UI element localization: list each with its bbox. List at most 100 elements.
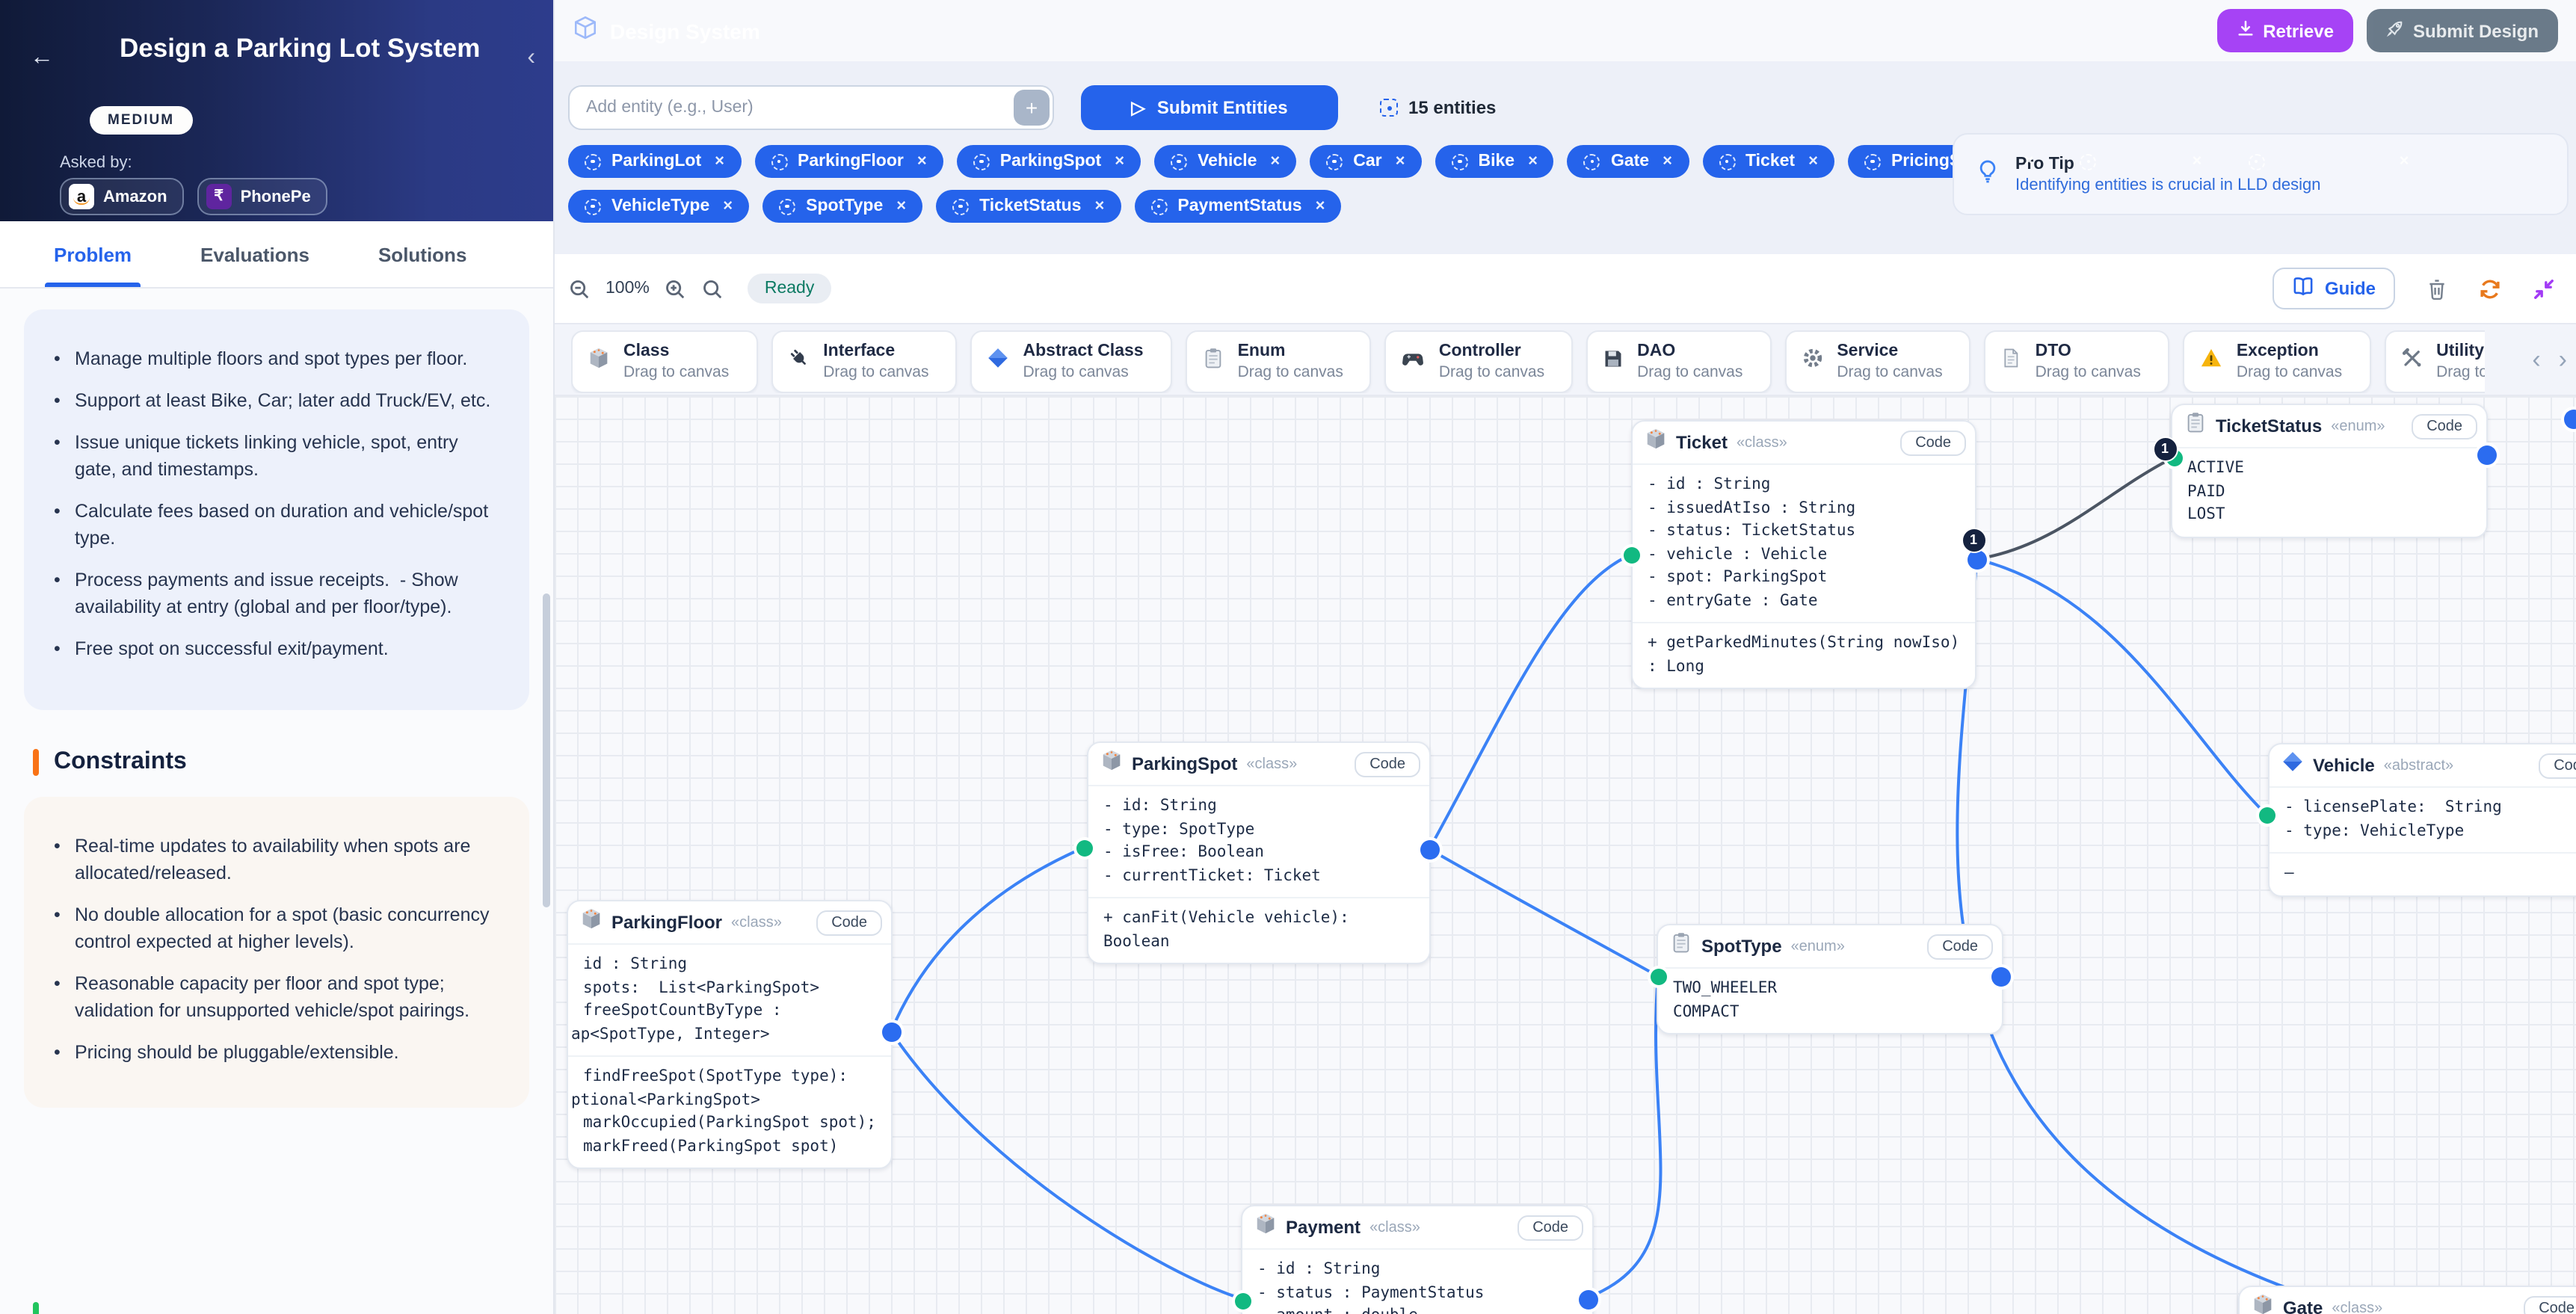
company-badge-phonepe[interactable]: ₹PhonePe — [197, 178, 327, 215]
zoom-out-icon[interactable] — [568, 277, 591, 300]
zoom-in-icon[interactable] — [665, 277, 687, 300]
search-icon[interactable] — [702, 277, 724, 300]
difficulty-badge: MEDIUM — [90, 106, 192, 135]
code-button[interactable]: Code — [1927, 934, 1993, 959]
remove-entity-icon[interactable]: × — [2400, 152, 2409, 170]
code-button[interactable]: Code — [1517, 1215, 1583, 1240]
connection-port-green[interactable] — [1076, 839, 1092, 856]
sidebar-collapse-icon[interactable]: ‹ — [527, 45, 535, 72]
palette-item-label: Enum — [1238, 341, 1343, 363]
palette-item-dto[interactable]: DTODrag to canvas — [1985, 330, 2169, 393]
palette-item-class[interactable]: ClassDrag to canvas — [571, 330, 757, 393]
code-button[interactable]: Code — [816, 910, 882, 935]
attribute-line: TWO_WHEELER — [1673, 978, 1987, 1001]
remove-entity-icon[interactable]: × — [1316, 197, 1325, 215]
remove-entity-icon[interactable]: × — [896, 197, 906, 215]
remove-entity-icon[interactable]: × — [1270, 152, 1280, 170]
sidebar-scrollbar[interactable] — [543, 593, 550, 907]
refresh-icon[interactable] — [2479, 277, 2501, 300]
palette-item-enum[interactable]: EnumDrag to canvas — [1186, 330, 1372, 393]
entity-chip-Bike[interactable]: Bike× — [1435, 145, 1554, 178]
uml-node-ParkingSpot[interactable]: ParkingSpot«class»Code- id: String- type… — [1087, 741, 1431, 964]
palette-next-icon[interactable]: › — [2559, 345, 2567, 375]
connection-port-blue[interactable] — [1420, 839, 1439, 859]
code-button[interactable]: Code — [1355, 751, 1420, 777]
remove-entity-icon[interactable]: × — [2193, 152, 2202, 170]
uml-node-TicketStatus[interactable]: TicketStatus«enum»CodeACTIVEPAIDLOST — [2171, 404, 2488, 537]
connection-port-green[interactable] — [1234, 1292, 1251, 1309]
connection-port-blue[interactable] — [1578, 1289, 1597, 1309]
uml-node-ParkingFloor[interactable]: ParkingFloor«class»Codeid : Stringspots:… — [567, 900, 893, 1169]
remove-entity-icon[interactable]: × — [1095, 197, 1105, 215]
tab-solutions[interactable]: Solutions — [378, 221, 466, 287]
entity-chip-Ticket[interactable]: Ticket× — [1702, 145, 1834, 178]
add-entity-button[interactable]: + — [1014, 90, 1050, 126]
code-button[interactable]: Code — [2524, 1295, 2576, 1314]
entity-chip-TicketStatus[interactable]: TicketStatus× — [936, 190, 1121, 223]
remove-entity-icon[interactable]: × — [1115, 152, 1124, 170]
guide-button[interactable]: Guide — [2273, 268, 2395, 309]
connection-port-green[interactable] — [1650, 968, 1666, 984]
remove-entity-icon[interactable]: × — [1663, 152, 1672, 170]
entity-chip-VehicleType[interactable]: VehicleType× — [568, 190, 749, 223]
diagram-canvas[interactable]: Ticket«class»Code- id : String- issuedAt… — [555, 396, 2576, 1314]
remove-entity-icon[interactable]: × — [723, 197, 733, 215]
company-badge-amazon[interactable]: aAmazon — [60, 178, 184, 215]
multiplicity-badge: 1 — [2152, 436, 2178, 461]
uml-node-Payment[interactable]: Payment«class»Code- id : String- status … — [1241, 1205, 1594, 1314]
attribute-line: freeSpotCountByType : — [583, 1000, 876, 1023]
connection-port-green[interactable] — [2258, 806, 2275, 823]
submit-design-button[interactable]: Submit Design — [2367, 9, 2558, 52]
pro-tip-text: Identifying entities is crucial in LLD d… — [2015, 176, 2320, 194]
document-icon — [2001, 347, 2022, 377]
trash-icon[interactable] — [2426, 277, 2447, 300]
entity-chip-PaymentStatus[interactable]: PaymentStatus× — [1134, 190, 1341, 223]
remove-entity-icon[interactable]: × — [715, 152, 724, 170]
palette-prev-icon[interactable]: ‹ — [2532, 345, 2540, 375]
remove-entity-icon[interactable]: × — [1808, 152, 1818, 170]
remove-entity-icon[interactable]: × — [917, 152, 927, 170]
code-button[interactable]: Code — [2412, 413, 2477, 439]
palette-item-controller[interactable]: ControllerDrag to canvas — [1385, 330, 1573, 393]
submit-entities-button[interactable]: ▷ Submit Entities — [1081, 85, 1338, 130]
entity-chip-SpotType[interactable]: SpotType× — [762, 190, 922, 223]
retrieve-button[interactable]: Retrieve — [2216, 9, 2353, 52]
collapse-icon[interactable] — [2533, 277, 2555, 300]
palette-item-exception[interactable]: ExceptionDrag to canvas — [2183, 330, 2370, 393]
add-entity-input[interactable] — [568, 85, 1054, 130]
code-button[interactable]: Code — [1900, 430, 1966, 455]
entity-scan-icon — [952, 198, 969, 215]
palette-item-utility[interactable]: UtilityDrag to canvas — [2384, 330, 2485, 393]
connection-port-blue[interactable] — [881, 1022, 901, 1041]
remove-entity-icon[interactable]: × — [1528, 152, 1538, 170]
palette-item-dao[interactable]: DAODrag to canvas — [1586, 330, 1771, 393]
entity-chip-ParkingFloor[interactable]: ParkingFloor× — [754, 145, 943, 178]
remove-entity-icon[interactable]: × — [2024, 152, 2034, 170]
entity-scan-icon — [779, 198, 795, 215]
palette-item-abstract-class[interactable]: Abstract ClassDrag to canvas — [971, 330, 1172, 393]
tab-problem[interactable]: Problem — [54, 221, 132, 287]
connection-port-green[interactable] — [1623, 546, 1639, 563]
node-title: SpotType — [1701, 936, 1782, 957]
connection-port-blue[interactable] — [1991, 966, 2010, 986]
entity-chip-Vehicle[interactable]: Vehicle× — [1154, 145, 1296, 178]
code-button[interactable]: Code — [2539, 753, 2576, 778]
entity-chip-ParkingSpot[interactable]: ParkingSpot× — [957, 145, 1141, 178]
palette-item-interface[interactable]: InterfaceDrag to canvas — [771, 330, 957, 393]
palette-item-service[interactable]: ServiceDrag to canvas — [1784, 330, 1970, 393]
entity-chip-Gate[interactable]: Gate× — [1568, 145, 1689, 178]
entity-chip-ParkingLot[interactable]: ParkingLot× — [568, 145, 741, 178]
edge-Ticket-Gate — [1957, 559, 2284, 1287]
uml-node-Ticket[interactable]: Ticket«class»Code- id : String- issuedAt… — [1631, 420, 1976, 689]
connection-port-blue[interactable] — [2477, 445, 2496, 464]
uml-node-SpotType[interactable]: SpotType«enum»CodeTWO_WHEELERCOMPACT — [1657, 924, 2003, 1034]
requirements-list: Manage multiple floors and spot types pe… — [48, 345, 499, 662]
cube-icon — [580, 907, 603, 937]
uml-node-Vehicle[interactable]: Vehicle«abstract»Code- licensePlate: Str… — [2268, 743, 2576, 896]
pro-tip-title: Pro Tip — [2015, 155, 2320, 173]
uml-node-Gate[interactable]: Gate«class»Code — [2238, 1286, 2576, 1314]
back-arrow-icon[interactable]: ← — [30, 45, 54, 72]
entity-chip-Car[interactable]: Car× — [1310, 145, 1421, 178]
tab-evaluations[interactable]: Evaluations — [200, 221, 309, 287]
remove-entity-icon[interactable]: × — [1396, 152, 1405, 170]
